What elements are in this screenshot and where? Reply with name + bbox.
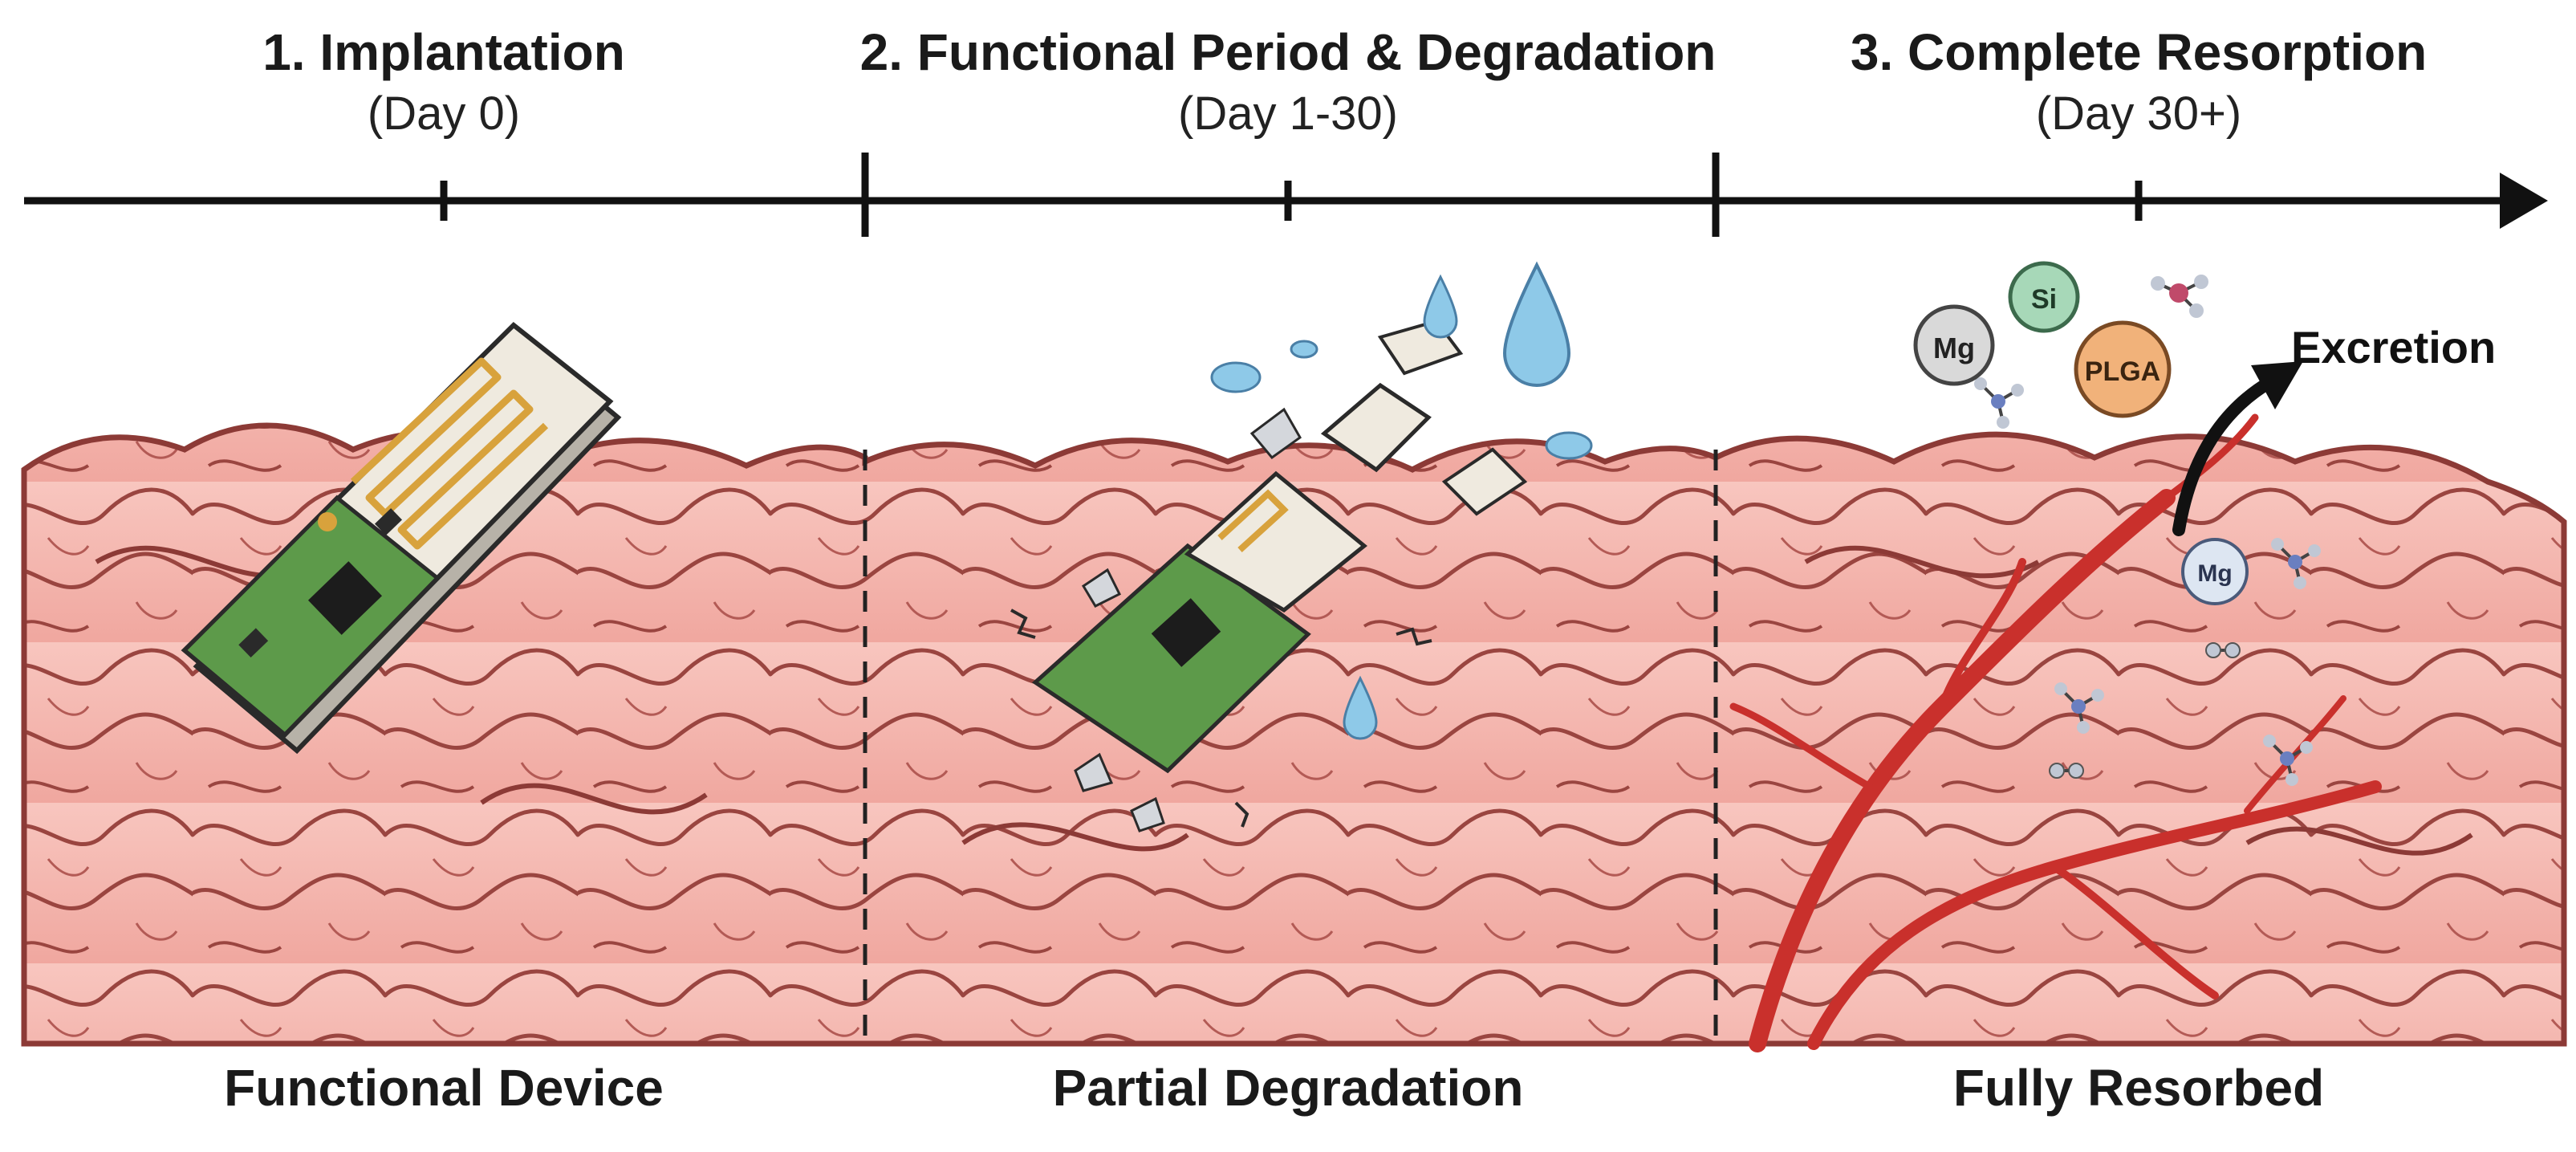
degrading-device [1010, 319, 1528, 832]
water-droplets [1210, 261, 1593, 740]
plga-bubble: PLGA [2074, 320, 2172, 418]
stage-3-caption: Fully Resorbed [1952, 1059, 2325, 1117]
panel-dividers [863, 450, 1718, 1044]
intact-device [181, 321, 622, 755]
mg-label: Mg [1933, 332, 1975, 364]
brain-tissue [21, 422, 2567, 1047]
stage-2-title: 2. Functional Period & Degradation [859, 23, 1717, 81]
stage-2-day: (Day 1-30) [1178, 88, 1398, 140]
dissolved-molecules [2049, 538, 2321, 786]
mg-label-tissue: Mg [2197, 560, 2232, 587]
stage-2-caption: Partial Degradation [1052, 1059, 1524, 1117]
si-label: Si [2031, 284, 2057, 315]
stage-3-day: (Day 30+) [2035, 88, 2242, 140]
excretion-label: Excretion [2291, 322, 2497, 372]
stage-3-title: 3. Complete Resorption [1850, 23, 2428, 81]
si-bubble: Si [2008, 261, 2080, 333]
stage-1-caption: Functional Device [224, 1059, 664, 1117]
mg-bubble-tissue: Mg [2181, 538, 2249, 605]
blood-vessels [1729, 413, 2382, 1052]
excretion-arrow [2172, 361, 2303, 536]
mg-bubble: Mg [1913, 304, 1995, 386]
stage-1-title: 1. Implantation [262, 23, 625, 81]
stage-1-day: (Day 0) [367, 88, 521, 140]
floating-byproducts [1974, 275, 2208, 429]
plga-label: PLGA [2085, 356, 2160, 387]
timeline-axis [24, 153, 2548, 237]
